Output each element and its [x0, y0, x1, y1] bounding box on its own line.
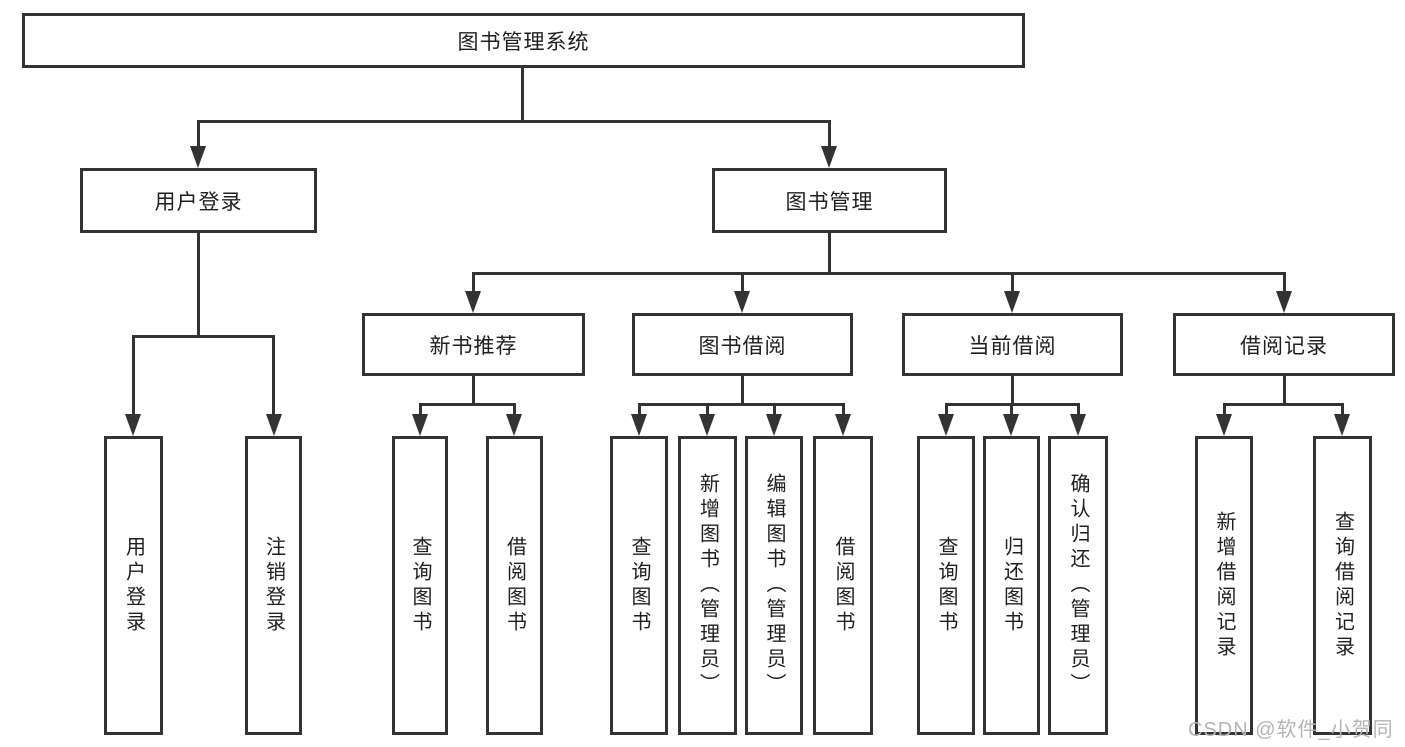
arrow-down-icon	[631, 414, 647, 436]
node-user-login: 用户登录	[80, 168, 317, 233]
connector-line	[197, 233, 200, 335]
node-current-borrow-label: 当前借阅	[968, 334, 1057, 358]
connector-line	[1223, 403, 1226, 416]
node-current-borrow: 当前借阅	[902, 313, 1123, 376]
connector-line	[773, 403, 776, 416]
connector-line	[1011, 376, 1014, 403]
connector-line	[1010, 403, 1013, 416]
connector-line	[1283, 272, 1286, 295]
connector-line	[472, 272, 1285, 275]
connector-line	[1077, 403, 1080, 416]
leaf-borrow-book: 借阅图书	[813, 436, 873, 735]
node-book-management-label: 图书管理	[785, 190, 874, 214]
leaf-return-book-label: 归还图书	[1000, 535, 1023, 636]
connector-line	[419, 403, 516, 406]
leaf-user-login-label: 用户登录	[122, 535, 145, 636]
arrow-down-icon	[190, 146, 206, 168]
arrow-down-icon	[412, 414, 428, 436]
arrow-down-icon	[734, 291, 750, 313]
leaf-confirm-return-admin: 确认归还（管理员）	[1048, 436, 1108, 735]
connector-line	[132, 335, 274, 338]
connector-line	[132, 335, 135, 416]
leaf-user-login: 用户登录	[104, 436, 163, 735]
leaf-return-book: 归还图书	[983, 436, 1040, 735]
arrow-down-icon	[1276, 291, 1292, 313]
connector-line	[513, 403, 516, 416]
leaf-borrow-books-recommend: 借阅图书	[486, 436, 543, 735]
arrow-down-icon	[938, 414, 954, 436]
connector-line	[1011, 272, 1014, 295]
leaf-query-books-borrow: 查询图书	[610, 436, 668, 735]
arrow-down-icon	[465, 291, 481, 313]
connector-line	[638, 403, 845, 406]
connector-line	[741, 272, 744, 295]
leaf-edit-book-admin-label: 编辑图书（管理员）	[763, 473, 785, 698]
connector-line	[842, 403, 845, 416]
arrow-down-icon	[266, 414, 282, 436]
node-book-management: 图书管理	[712, 168, 947, 233]
connector-line	[706, 403, 709, 416]
connector-line	[945, 403, 948, 416]
csdn-watermark: CSDN @软件_小贺同学	[1188, 719, 1394, 741]
node-new-book-recommend-label: 新书推荐	[429, 334, 518, 358]
connector-line	[197, 120, 200, 148]
arrow-down-icon	[125, 414, 141, 436]
connector-line	[272, 335, 275, 416]
connector-line	[1223, 403, 1344, 406]
node-library-system-label: 图书管理系统	[457, 30, 590, 54]
arrow-down-icon	[1070, 414, 1086, 436]
leaf-query-books-recommend: 查询图书	[392, 436, 448, 735]
leaf-query-borrow-record-label: 查询借阅记录	[1331, 510, 1354, 661]
node-book-borrow: 图书借阅	[632, 313, 853, 376]
leaf-query-books-recommend-label: 查询图书	[409, 535, 431, 636]
node-library-system: 图书管理系统	[22, 13, 1025, 68]
connector-line	[197, 120, 831, 123]
leaf-query-books-borrow-label: 查询图书	[628, 535, 650, 636]
leaf-add-book-admin-label: 新增图书（管理员）	[696, 473, 719, 698]
connector-line	[828, 233, 831, 272]
connector-line	[1341, 403, 1344, 416]
connector-line	[638, 403, 641, 416]
leaf-add-book-admin: 新增图书（管理员）	[678, 436, 737, 735]
arrow-down-icon	[699, 414, 715, 436]
leaf-confirm-return-admin-label: 确认归还（管理员）	[1067, 473, 1089, 698]
node-user-login-label: 用户登录	[154, 190, 243, 214]
arrow-down-icon	[821, 146, 837, 168]
arrow-down-icon	[1004, 291, 1020, 313]
connector-line	[741, 376, 744, 403]
leaf-logout-login: 注销登录	[245, 436, 302, 735]
connector-line	[419, 403, 422, 416]
leaf-add-borrow-record: 新增借阅记录	[1195, 436, 1253, 735]
node-new-book-recommend: 新书推荐	[362, 313, 585, 376]
node-book-borrow-label: 图书借阅	[698, 334, 787, 358]
connector-line	[828, 120, 831, 148]
leaf-query-books-current-label: 查询图书	[935, 535, 957, 636]
arrow-down-icon	[766, 414, 782, 436]
connector-line	[472, 376, 475, 403]
connector-line	[521, 68, 524, 120]
leaf-edit-book-admin: 编辑图书（管理员）	[745, 436, 803, 735]
leaf-borrow-books-recommend-label: 借阅图书	[503, 535, 526, 636]
leaf-query-borrow-record: 查询借阅记录	[1313, 436, 1372, 735]
leaf-borrow-book-label: 借阅图书	[832, 535, 854, 636]
arrow-down-icon	[506, 414, 522, 436]
connector-line	[1283, 376, 1286, 403]
arrow-down-icon	[835, 414, 851, 436]
leaf-logout-login-label: 注销登录	[262, 535, 285, 636]
leaf-add-borrow-record-label: 新增借阅记录	[1213, 510, 1235, 661]
arrow-down-icon	[1003, 414, 1019, 436]
node-borrow-records: 借阅记录	[1173, 313, 1395, 376]
arrow-down-icon	[1216, 414, 1232, 436]
node-borrow-records-label: 借阅记录	[1240, 334, 1328, 358]
arrow-down-icon	[1334, 414, 1350, 436]
connector-line	[472, 272, 475, 295]
leaf-query-books-current: 查询图书	[917, 436, 975, 735]
